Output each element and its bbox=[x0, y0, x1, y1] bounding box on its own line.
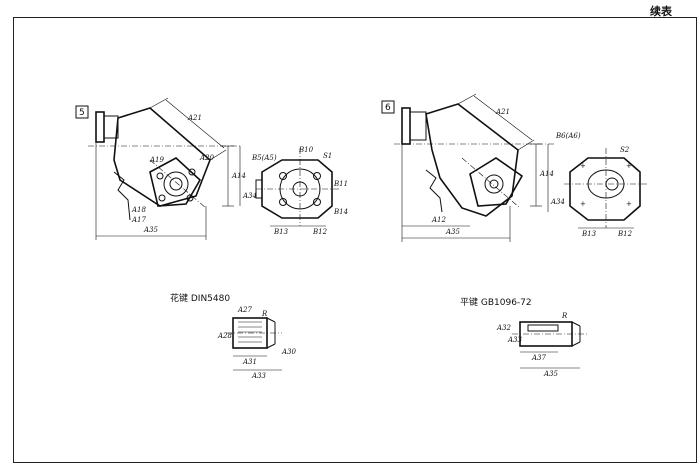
fig5-side-hole-1 bbox=[279, 172, 287, 180]
spline-label-a30: A30 bbox=[281, 348, 297, 356]
flatkey-label-a33: A33 bbox=[507, 336, 523, 344]
fig6-leg bbox=[425, 169, 443, 213]
fig6-label-b13: B13 bbox=[581, 230, 597, 238]
spline-label-a28: A28 bbox=[217, 332, 233, 340]
flatkey-detail: 平键 GB1096-72 R A32 A33 A37 A35 bbox=[460, 296, 588, 378]
fig5-side-hole-3 bbox=[279, 198, 287, 206]
figure-5: 5 A21 A19 A20 bbox=[75, 97, 348, 240]
flatkey-chamfer-top bbox=[571, 321, 581, 327]
spline-caption: 花键 DIN5480 bbox=[170, 292, 230, 304]
fig5-label-a20: A20 bbox=[199, 154, 215, 162]
fig5-label-a14: A14 bbox=[231, 172, 246, 180]
fig6-side-plus-4: + bbox=[626, 200, 632, 208]
fig5-label-b13: B13 bbox=[273, 228, 289, 236]
fig5-side-hole-4 bbox=[313, 198, 321, 206]
fig6-flange-face bbox=[469, 157, 524, 207]
fig5-flange-neck bbox=[103, 115, 119, 139]
fig5-label-s1: S1 bbox=[323, 152, 332, 160]
fig5-label-a19: A19 bbox=[149, 156, 165, 164]
flatkey-caption: 平键 GB1096-72 bbox=[460, 296, 532, 308]
fig6-side-plus-3: + bbox=[580, 200, 586, 208]
figure-6: 6 A21 A14 A34 A35 A12 bbox=[381, 93, 648, 242]
fig6-side-body bbox=[569, 157, 641, 221]
fig6-side-plus-1: + bbox=[580, 162, 586, 170]
fig5-bolt-hole-4 bbox=[186, 194, 194, 202]
fig5-label-a35: A35 bbox=[143, 226, 159, 234]
fig5-side-body bbox=[261, 159, 333, 219]
fig6-shaft bbox=[489, 179, 499, 189]
figure-5-number: 5 bbox=[79, 108, 85, 118]
fig6-housing bbox=[425, 103, 519, 217]
drawing-frame bbox=[13, 17, 697, 463]
fig5-label-b5: B5(A5) bbox=[251, 154, 277, 162]
fig5-label-a18: A18 bbox=[131, 206, 147, 214]
fig6-dim-ext-b bbox=[517, 139, 535, 151]
flatkey-label-r: R bbox=[561, 312, 568, 320]
fig6-flange bbox=[401, 107, 411, 145]
fig5-shaft bbox=[169, 177, 183, 191]
fig6-dim-ext-a bbox=[457, 93, 477, 105]
spline-label-a27: A27 bbox=[237, 306, 253, 314]
fig6-dim-a21 bbox=[473, 95, 533, 141]
fig5-bolt-hole-1 bbox=[156, 172, 164, 180]
fig6-bore bbox=[484, 174, 504, 194]
fig5-label-a34: A34 bbox=[242, 192, 257, 200]
fig5-bore bbox=[163, 171, 189, 197]
fig6-label-s2: S2 bbox=[620, 146, 630, 154]
fig5-label-b10: B10 bbox=[298, 146, 314, 154]
fig5-diag-axis bbox=[149, 159, 207, 209]
fig6-label-a34: A34 bbox=[550, 198, 565, 206]
fig5-label-b11: B11 bbox=[333, 180, 348, 188]
spline-chamfer-top bbox=[266, 317, 276, 323]
fig5-dim-ext-a bbox=[149, 97, 169, 109]
fig5-label-a17: A17 bbox=[131, 216, 147, 224]
fig5-dim-a21 bbox=[165, 99, 225, 149]
fig6-label-a14: A14 bbox=[539, 170, 554, 178]
figure-6-number: 6 bbox=[385, 103, 391, 113]
fig5-side-hole-2 bbox=[313, 172, 321, 180]
fig6-flange-neck bbox=[409, 111, 427, 141]
fig6-label-a12: A12 bbox=[431, 216, 447, 224]
fig6-label-a35: A35 bbox=[445, 228, 461, 236]
continued-table-label: 续表 bbox=[650, 5, 672, 18]
spline-detail: 花键 DIN5480 A27 R A28 A30 A31 A33 bbox=[170, 292, 297, 380]
fig6-label-b12: B12 bbox=[617, 230, 633, 238]
fig6-side-plus-2: + bbox=[626, 162, 632, 170]
spline-label-a33: A33 bbox=[251, 372, 267, 380]
spline-label-r: R bbox=[261, 310, 268, 318]
fig6-label-b6: B6(A6) bbox=[555, 132, 581, 140]
fig5-housing bbox=[113, 107, 211, 207]
fig5-bolt-hole-3 bbox=[158, 194, 166, 202]
fig5-label-b14: B14 bbox=[333, 208, 348, 216]
fig5-bolt-hole-2 bbox=[188, 168, 196, 176]
fig5-flange bbox=[95, 111, 105, 143]
flatkey-label-a32: A32 bbox=[496, 324, 512, 332]
flatkey-label-a35: A35 bbox=[543, 370, 559, 378]
spline-chamfer-bottom bbox=[266, 343, 276, 349]
fig6-diag-axis bbox=[461, 157, 521, 209]
spline-label-a31: A31 bbox=[242, 358, 257, 366]
fig5-label-b12: B12 bbox=[312, 228, 328, 236]
fig6-label-a21: A21 bbox=[495, 108, 510, 116]
fig5-side-boss bbox=[255, 179, 263, 199]
fig5-label-a21: A21 bbox=[187, 114, 202, 122]
flatkey-label-a37: A37 bbox=[531, 354, 547, 362]
fig5-leg bbox=[113, 171, 131, 221]
figure-6-number-box bbox=[381, 100, 395, 114]
figure-5-number-box bbox=[75, 105, 89, 119]
flatkey-chamfer-bottom bbox=[571, 341, 581, 347]
fig5-dim-ext-b bbox=[209, 149, 227, 161]
fig5-flange-face bbox=[149, 157, 202, 207]
flatkey-keyway bbox=[527, 324, 559, 332]
